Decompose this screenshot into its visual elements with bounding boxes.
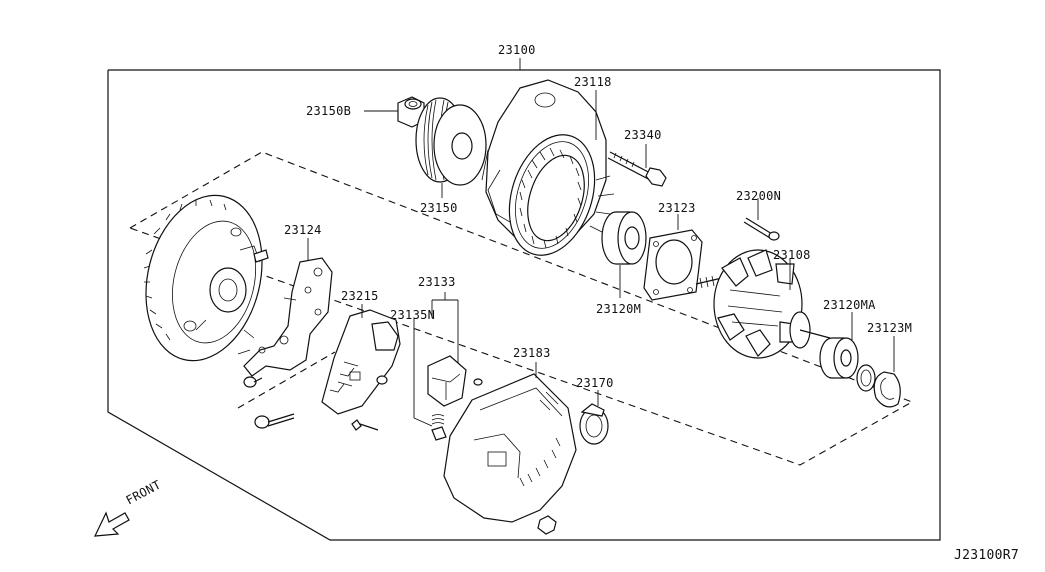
label-23183: 23183 xyxy=(513,346,551,360)
part-23123-retainer-plate xyxy=(643,214,703,301)
drawing-id: J23100R7 xyxy=(954,548,1020,563)
label-23215: 23215 xyxy=(341,289,379,303)
part-23118-front-bracket xyxy=(481,79,615,256)
part-23215-regulator xyxy=(321,304,401,431)
label-23340: 23340 xyxy=(624,128,662,142)
label-23133: 23133 xyxy=(418,275,456,289)
label-23108: 23108 xyxy=(773,248,811,262)
part-23133-brush-holder xyxy=(427,292,483,407)
part-23120MA-rear-bearing xyxy=(819,312,859,379)
label-23200N: 23200N xyxy=(736,189,782,203)
label-23100: 23100 xyxy=(498,43,536,57)
part-23124-rectifier xyxy=(237,238,333,377)
label-23120M: 23120M xyxy=(596,302,642,316)
label-23170: 23170 xyxy=(576,376,614,390)
label-23135N: 23135N xyxy=(390,308,436,322)
part-23183-rear-cover xyxy=(443,362,577,535)
label-23120MA: 23120MA xyxy=(823,298,876,312)
part-23150-pulley xyxy=(415,97,487,198)
part-23340-bolt xyxy=(607,144,667,187)
label-23118: 23118 xyxy=(574,75,612,89)
front-arrow-icon xyxy=(94,511,130,537)
part-rear-bracket-bolts xyxy=(243,376,295,429)
subassembly-dashed-outline xyxy=(128,151,914,466)
part-23120M-front-bearing xyxy=(601,211,647,298)
part-23108-rotor xyxy=(695,249,831,359)
part-rear-bracket xyxy=(143,194,269,362)
label-23123: 23123 xyxy=(658,201,696,215)
part-23170-cap xyxy=(579,390,609,445)
label-23150B: 23150B xyxy=(306,104,352,118)
label-23150: 23150 xyxy=(420,201,458,215)
part-23150B-nut xyxy=(364,96,425,128)
part-23200N-screw xyxy=(743,198,780,241)
assembly-frame xyxy=(107,58,941,541)
label-23123M: 23123M xyxy=(867,321,913,335)
part-23135N-brush xyxy=(413,318,447,441)
label-23124: 23124 xyxy=(284,223,322,237)
part-23123M-ring xyxy=(856,336,901,408)
